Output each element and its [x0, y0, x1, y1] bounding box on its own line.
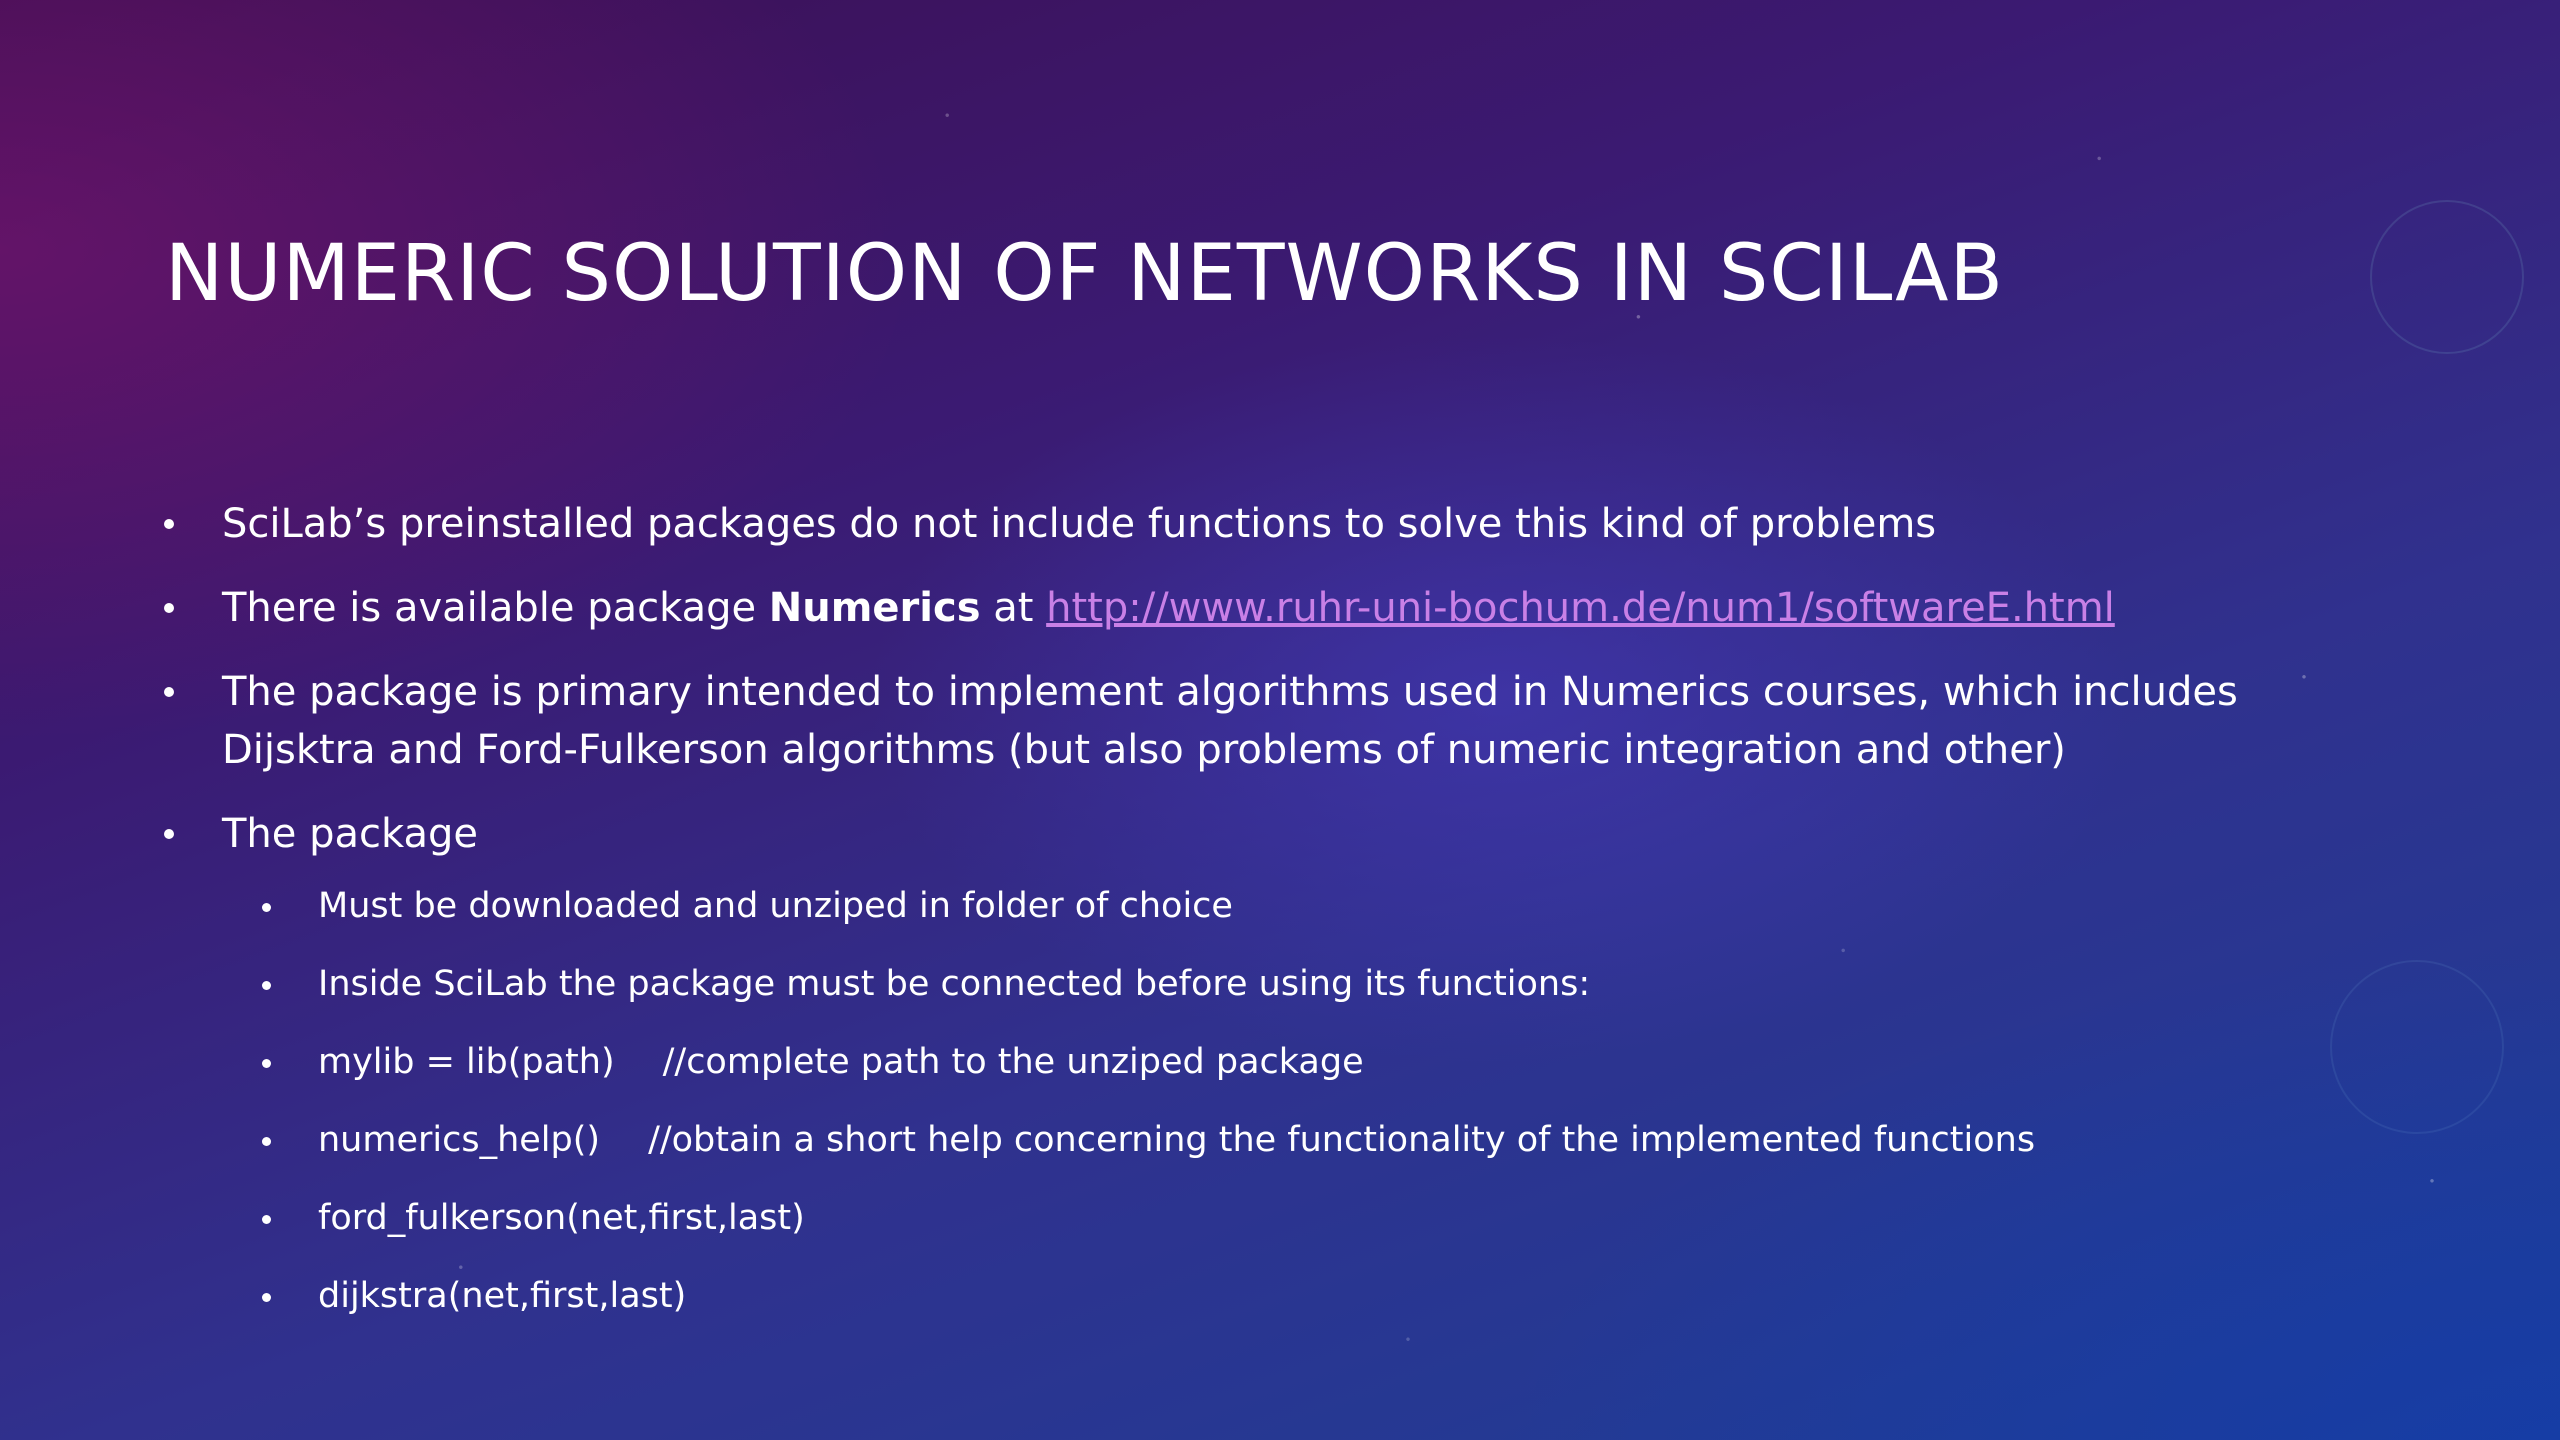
sub-bullet-list: Must be downloaded and unziped in folder… [222, 883, 2400, 1319]
sub-bullet-ford-fulkerson: ford_fulkerson(net,first,last) [160, 1195, 2400, 1241]
bullet-text: There is available package [222, 585, 769, 631]
code-snippet: mylib = lib(path) [318, 1042, 615, 1082]
sub-bullet-dijkstra: dijkstra(net,first,last) [160, 1273, 2400, 1319]
package-url-link[interactable]: http://www.ruhr-uni-bochum.de/num1/softw… [1046, 585, 2115, 631]
code-snippet: numerics_help() [318, 1120, 601, 1160]
code-comment: //complete path to the unziped package [662, 1042, 1364, 1082]
bullet-package-purpose: The package is primary intended to imple… [160, 663, 2400, 779]
bullet-available-package: There is available package Numerics at h… [160, 579, 2400, 637]
slide-body: SciLab’s preinstalled packages do not in… [160, 495, 2400, 1351]
bullet-preinstalled-packages: SciLab’s preinstalled packages do not in… [160, 495, 2400, 553]
sub-bullet-numerics-help: numerics_help() //obtain a short help con… [160, 1117, 2400, 1163]
bullet-text-line-1: The package is primary intended to imple… [222, 669, 2238, 715]
decorative-ring [2370, 200, 2524, 354]
bullet-text: The package [222, 811, 478, 857]
sub-bullet-connect: Inside SciLab the package must be connec… [160, 961, 2400, 1007]
bullet-text-line-2: Dijsktra and Ford-Fulkerson algorithms (… [222, 727, 2066, 773]
sub-bullet-download: Must be downloaded and unziped in folder… [160, 883, 2400, 929]
bullet-the-package: The package Must be downloaded and unzip… [160, 805, 2400, 1319]
code-snippet: dijkstra(net,first,last) [318, 1276, 687, 1316]
slide-title: NUMERIC SOLUTION OF NETWORKS IN SCILAB [165, 229, 2004, 319]
sub-bullet-text: Inside SciLab the package must be connec… [318, 964, 1591, 1004]
bullet-text: at [980, 585, 1047, 631]
package-name: Numerics [768, 585, 981, 631]
code-comment: //obtain a short help concerning the fun… [648, 1120, 2036, 1160]
sub-bullet-text: Must be downloaded and unziped in folder… [318, 886, 1233, 926]
sub-bullet-mylib: mylib = lib(path) //complete path to the … [160, 1039, 2400, 1085]
bullet-text: SciLab’s preinstalled packages do not in… [222, 501, 1937, 547]
code-snippet: ford_fulkerson(net,first,last) [318, 1198, 805, 1238]
